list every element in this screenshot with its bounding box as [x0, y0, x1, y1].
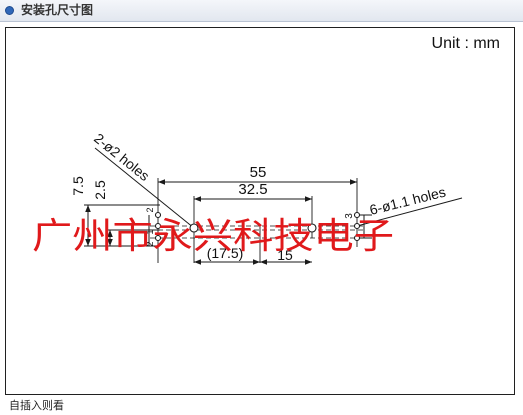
footer-note: 自插入则看 — [9, 399, 64, 412]
hole-dia1-6 — [353, 234, 361, 242]
leader-lines — [94, 147, 463, 229]
dim-right-pitch: 3 — [344, 213, 355, 219]
dim-left-pitch-3: 2 — [145, 241, 155, 246]
hole-dia1-4 — [353, 211, 361, 219]
dimension-lines — [85, 179, 365, 265]
dim-overall: 55 — [250, 164, 267, 181]
hole-dia2-left — [189, 223, 199, 233]
dim-vertical-outer: 7.5 — [70, 176, 86, 196]
dim-segment-left: (17.5) — [207, 245, 244, 261]
dim-segment-right: 15 — [277, 247, 293, 263]
holes — [154, 211, 361, 242]
dim-left-pitch-2: 1 — [145, 229, 155, 234]
hole-dia1-2 — [154, 222, 162, 230]
section-title: 安装孔尺寸图 — [21, 3, 94, 17]
center-lines — [150, 225, 365, 239]
callout-left-holes: 2-ø2 holes — [91, 130, 152, 184]
hole-dia1-3 — [154, 234, 162, 242]
hole-dia1-5 — [353, 222, 361, 230]
dim-between-holes: 32.5 — [238, 181, 267, 198]
hole-dia2-right — [307, 223, 317, 233]
bullet-icon — [5, 6, 14, 15]
hole-dia1-1 — [154, 211, 162, 219]
dim-left-pitch-1: 2 — [145, 207, 155, 212]
watermark-text: 广州市永兴科技电子 — [32, 216, 394, 257]
dim-vertical-inner: 2.5 — [92, 180, 108, 200]
unit-label: Unit : mm — [432, 35, 500, 52]
section-header: 安装孔尺寸图 — [0, 0, 523, 22]
